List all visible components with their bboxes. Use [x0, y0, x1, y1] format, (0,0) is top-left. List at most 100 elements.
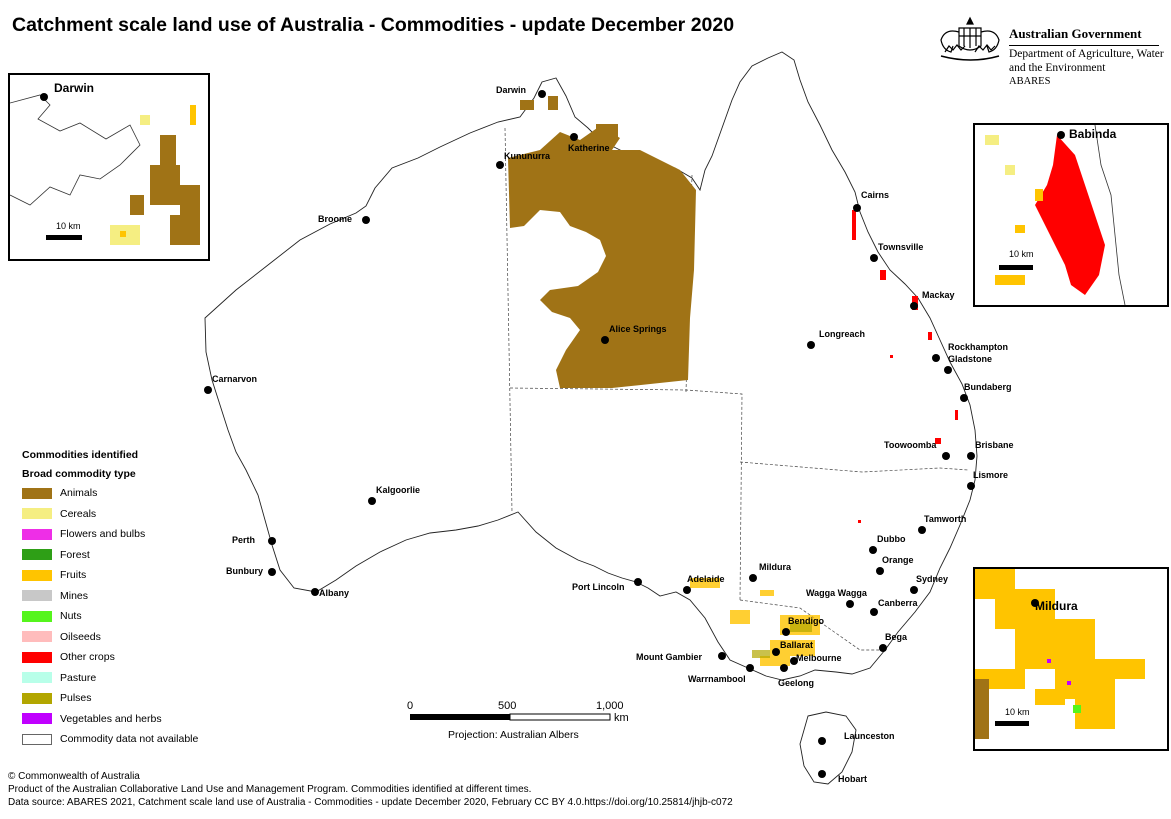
legend-label: Forest: [60, 548, 90, 561]
coat-of-arms-icon: [940, 16, 1000, 61]
mildura-inset-scale-bar: [995, 721, 1029, 726]
legend-item: Flowers and bulbs: [22, 524, 198, 545]
legend-label: Mines: [60, 589, 89, 602]
city-label-kalgoorlie: Kalgoorlie: [376, 485, 421, 495]
scale-tick-1000: 1,000: [596, 700, 624, 712]
footer-copyright: © Commonwealth of Australia: [8, 771, 140, 782]
legend-item: Vegetables and herbs: [22, 709, 198, 730]
legend-item: Other crops: [22, 647, 198, 668]
city-label-bendigo: Bendigo: [788, 616, 824, 626]
map-title: Catchment scale land use of Australia - …: [12, 14, 735, 36]
scale-tick-0: 0: [407, 700, 414, 712]
legend-label: Commodity data not available: [60, 733, 199, 746]
footer-product-line: Product of the Australian Collaborative …: [8, 784, 532, 795]
crop-speckles: [690, 210, 958, 666]
city-label-brisbane: Brisbane: [975, 440, 1014, 450]
city-label-warrnambool: Warrnambool: [688, 674, 746, 684]
city-dot-mount-gambier: [718, 652, 726, 660]
city-label-mount-gambier: Mount Gambier: [636, 652, 703, 662]
city-label-bunbury: Bunbury: [226, 566, 263, 576]
city-dot-canberra: [870, 608, 878, 616]
city-dot-toowoomba: [942, 452, 950, 460]
city-dot-orange: [876, 567, 884, 575]
city-label-gladstone: Gladstone: [948, 354, 993, 364]
legend-item: Commodity data not available: [22, 729, 198, 750]
projection-label: Projection: Australian Albers: [448, 729, 579, 741]
city-dot-melbourne: [790, 657, 798, 665]
city-dot-tamworth: [918, 526, 926, 534]
city-label-port-lincoln: Port Lincoln: [572, 582, 625, 592]
legend-item: Forest: [22, 545, 198, 566]
legend-heading: Commodities identified: [22, 449, 139, 461]
city-dot-bundaberg: [960, 394, 968, 402]
legend-swatch: [22, 549, 52, 561]
city-label-townsville: Townsville: [878, 242, 924, 252]
legend-label: Other crops: [60, 651, 115, 664]
city-dot-darwin: [538, 90, 546, 98]
city-label-orange: Orange: [882, 555, 914, 565]
city-dot-bunbury: [268, 568, 276, 576]
babinda-inset[interactable]: Babinda 10 km: [973, 123, 1169, 307]
legend-item: Cereals: [22, 504, 198, 525]
darwin-inset[interactable]: Darwin 10 km: [8, 73, 210, 261]
legend-item: Pulses: [22, 688, 198, 709]
mildura-inset[interactable]: Mildura 10 km: [973, 567, 1169, 751]
city-label-mackay: Mackay: [922, 290, 955, 300]
city-dot-gladstone: [944, 366, 952, 374]
city-label-longreach: Longreach: [819, 329, 866, 339]
legend-subheading: Broad commodity type: [22, 468, 136, 480]
government-logo-block: Australian Government Department of Agri…: [935, 12, 1165, 92]
city-dot-geelong: [780, 664, 788, 672]
city-label-katherine: Katherine: [568, 143, 610, 153]
city-dot-mildura: [749, 574, 757, 582]
tasmania-outline: [799, 711, 857, 785]
legend-swatch: [22, 733, 52, 745]
city-label-dubbo: Dubbo: [877, 534, 906, 544]
city-dot-wagga-wagga: [846, 600, 854, 608]
legend-swatch: [22, 569, 52, 581]
babinda-inset-scale-bar: [999, 265, 1033, 270]
map-legend: Commodities identified Broad commodity t…: [22, 449, 198, 750]
darwin-inset-scale-bar: [46, 235, 82, 240]
agency-name: ABARES: [1009, 76, 1051, 87]
city-dot-perth: [268, 537, 276, 545]
city-dot-mackay: [910, 302, 918, 310]
city-label-launceston: Launceston: [844, 731, 895, 741]
legend-item: Pasture: [22, 668, 198, 689]
legend-swatch: [22, 651, 52, 663]
legend-swatch: [22, 672, 52, 684]
legend-swatch: [22, 631, 52, 643]
legend-swatch: [22, 508, 52, 520]
city-dot-ballarat: [772, 648, 780, 656]
city-label-carnarvon: Carnarvon: [212, 374, 258, 384]
legend-swatch: [22, 487, 52, 499]
city-label-geelong: Geelong: [778, 678, 815, 688]
city-label-hobart: Hobart: [838, 774, 867, 784]
legend-swatch: [22, 692, 52, 704]
map-scale-bar: [410, 713, 611, 721]
city-label-rockhampton: Rockhampton: [948, 342, 1009, 352]
city-dot-longreach: [807, 341, 815, 349]
city-label-alice-springs: Alice Springs: [609, 324, 667, 334]
city-dot-warrnambool: [746, 664, 754, 672]
city-dot-kununurra: [496, 161, 504, 169]
mildura-inset-label: Mildura: [1035, 599, 1078, 613]
city-label-cairns: Cairns: [861, 190, 890, 200]
legend-item: Nuts: [22, 606, 198, 627]
city-label-perth: Perth: [232, 535, 256, 545]
city-dot-albany: [311, 588, 319, 596]
city-dot-katherine: [570, 133, 578, 141]
city-dot-lismore: [967, 482, 975, 490]
city-dot-broome: [362, 216, 370, 224]
city-label-kununurra: Kununurra: [504, 151, 550, 161]
legend-item: Fruits: [22, 565, 198, 586]
city-label-broome: Broome: [318, 214, 353, 224]
city-label-mildura: Mildura: [759, 562, 792, 572]
nt-animals-region: [508, 96, 696, 388]
city-dot-carnarvon: [204, 386, 212, 394]
city-label-melbourne: Melbourne: [796, 653, 842, 663]
city-dot-kalgoorlie: [368, 497, 376, 505]
city-dot-bendigo: [782, 628, 790, 636]
department-name: Department of Agriculture, Water and the…: [1009, 48, 1164, 74]
